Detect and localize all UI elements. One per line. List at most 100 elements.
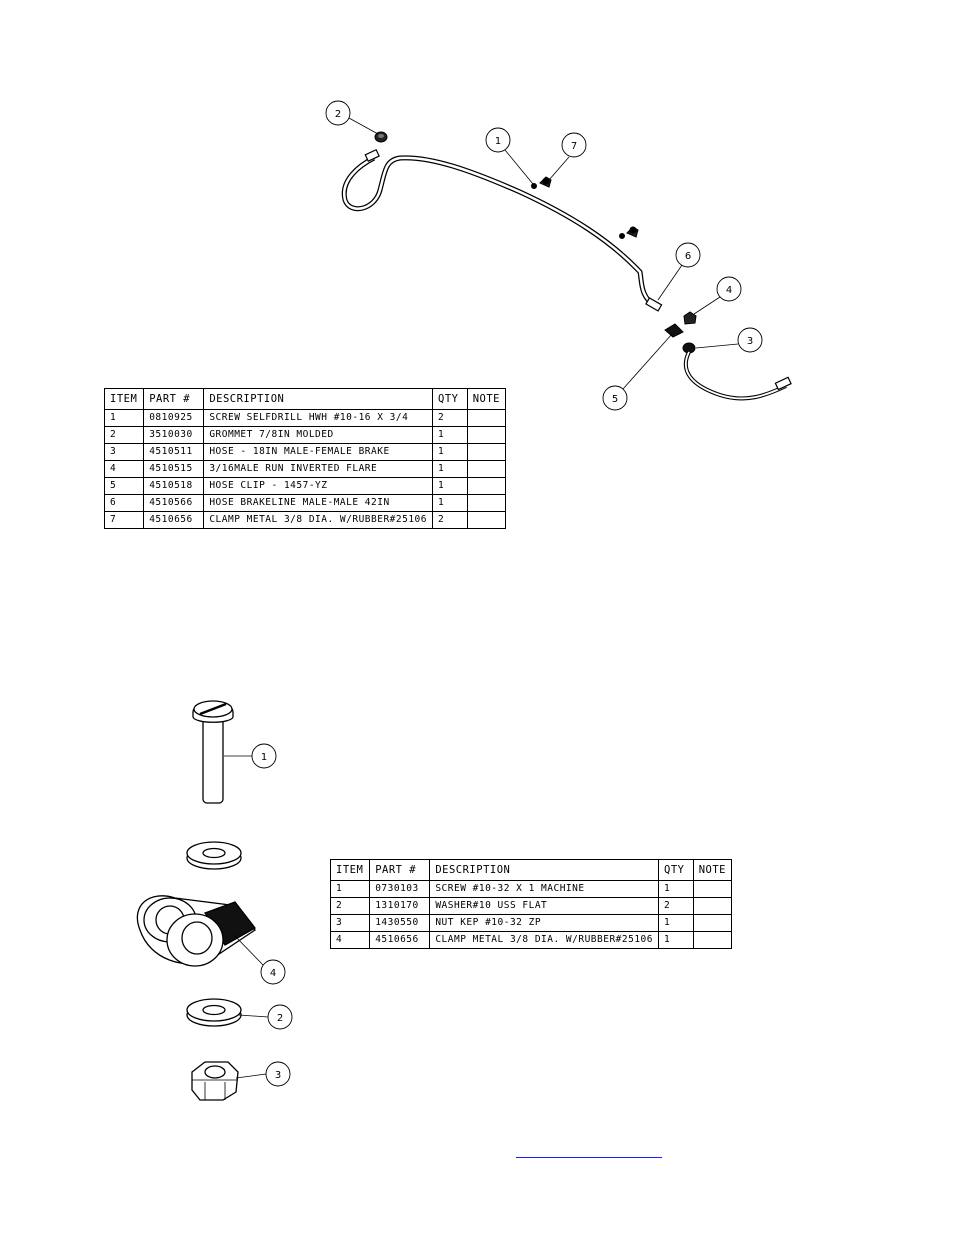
diagram1-callout-labels: 2 1 7 6 4 3 5 <box>335 109 753 405</box>
diagram2-callout-labels: 1 4 2 3 <box>261 752 283 1081</box>
cell-description: CLAMP METAL 3/8 DIA. W/RUBBER#25106 <box>429 931 659 949</box>
cell-note <box>466 494 507 512</box>
cell-note <box>466 426 507 444</box>
header-qty: QTY <box>658 859 694 881</box>
cell-qty: 2 <box>432 511 468 529</box>
cell-part-number: 0730103 <box>369 880 431 898</box>
cell-description: CLAMP METAL 3/8 DIA. W/RUBBER#25106 <box>203 511 433 529</box>
cell-part-number: 1310170 <box>369 897 431 915</box>
cell-description: SCREW SELFDRILL HWH #10-16 X 3/4 <box>203 409 433 427</box>
cell-qty: 2 <box>658 897 694 915</box>
cell-item: 1 <box>329 880 371 898</box>
cell-note <box>692 931 733 949</box>
cell-item: 3 <box>329 914 371 932</box>
flat-washer-upper <box>186 841 242 870</box>
cell-qty: 1 <box>432 460 468 478</box>
cell-description: HOSE CLIP - 1457-YZ <box>203 477 433 495</box>
cell-item: 1 <box>103 409 145 427</box>
header-item: ITEM <box>329 859 371 881</box>
cell-note <box>466 477 507 495</box>
cell-part-number: 4510566 <box>143 494 205 512</box>
hyperlink-underline[interactable] <box>516 1157 662 1158</box>
table-header-row: ITEM PART # DESCRIPTION QTY NOTE <box>103 388 507 410</box>
callout-1: 1 <box>495 136 501 147</box>
screw-clamp-upper <box>531 176 552 189</box>
machine-screw-part <box>192 700 234 804</box>
cell-item: 2 <box>103 426 145 444</box>
cell-qty: 1 <box>432 494 468 512</box>
cell-part-number: 4510515 <box>143 460 205 478</box>
cell-qty: 1 <box>432 426 468 444</box>
cell-part-number: 4510518 <box>143 477 205 495</box>
header-item: ITEM <box>103 388 145 410</box>
callout-2: 2 <box>335 109 341 120</box>
cell-note <box>692 897 733 915</box>
cell-description: HOSE - 18IN MALE-FEMALE BRAKE <box>203 443 433 461</box>
cell-item: 7 <box>103 511 145 529</box>
cell-qty: 1 <box>658 914 694 932</box>
cell-part-number: 3510030 <box>143 426 205 444</box>
callout-4: 4 <box>726 285 732 296</box>
callout-4: 4 <box>270 968 276 979</box>
cell-item: 4 <box>329 931 371 949</box>
cell-item: 5 <box>103 477 145 495</box>
callout-1: 1 <box>261 752 267 763</box>
cell-note <box>466 409 507 427</box>
brake-line-assembly-diagram <box>325 100 792 411</box>
header-description: DESCRIPTION <box>429 859 659 881</box>
cell-note <box>692 914 733 932</box>
header-description: DESCRIPTION <box>203 388 433 410</box>
rubber-clamp-part <box>136 895 257 967</box>
cell-item: 6 <box>103 494 145 512</box>
header-note: NOTE <box>692 859 733 881</box>
table-header-row: ITEM PART # DESCRIPTION QTY NOTE <box>329 859 733 881</box>
cell-item: 3 <box>103 443 145 461</box>
callout-7: 7 <box>571 141 577 152</box>
cell-qty: 1 <box>658 880 694 898</box>
header-part-number: PART # <box>143 388 205 410</box>
cell-description: SCREW #10-32 X 1 MACHINE <box>429 880 659 898</box>
callout-6: 6 <box>685 251 691 262</box>
brake-line-hose <box>341 155 657 309</box>
cell-qty: 1 <box>432 477 468 495</box>
callout-5: 5 <box>612 394 618 405</box>
flat-washer-lower <box>186 998 242 1027</box>
hose-clip <box>664 323 684 338</box>
screw-clamp-lower <box>619 226 639 239</box>
cell-part-number: 0810925 <box>143 409 205 427</box>
cell-qty: 2 <box>432 409 468 427</box>
cell-description: HOSE BRAKELINE MALE-MALE 42IN <box>203 494 433 512</box>
header-note: NOTE <box>466 388 507 410</box>
callout-3: 3 <box>275 1070 281 1081</box>
cell-note <box>466 443 507 461</box>
cell-description: GROMMET 7/8IN MOLDED <box>203 426 433 444</box>
cell-part-number: 4510656 <box>369 931 431 949</box>
cell-part-number: 4510511 <box>143 443 205 461</box>
cell-note <box>692 880 733 898</box>
cell-description: 3/16MALE RUN INVERTED FLARE <box>203 460 433 478</box>
cell-description: NUT KEP #10-32 ZP <box>429 914 659 932</box>
cell-item: 4 <box>103 460 145 478</box>
inverted-flare-fitting <box>683 311 697 325</box>
callout-2: 2 <box>277 1013 283 1024</box>
cell-note <box>466 511 507 529</box>
header-part-number: PART # <box>369 859 431 881</box>
header-qty: QTY <box>432 388 468 410</box>
clamp-hardware-diagram <box>136 700 293 1101</box>
kep-nut-part <box>191 1061 239 1101</box>
cell-description: WASHER#10 USS FLAT <box>429 897 659 915</box>
